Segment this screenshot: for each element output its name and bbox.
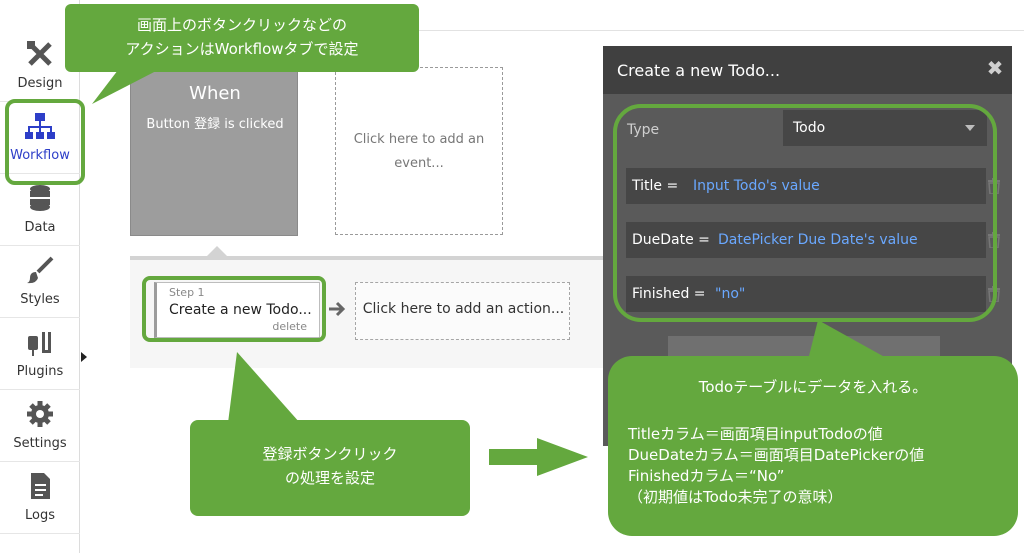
event-title: When bbox=[189, 83, 241, 104]
sidebar-item-plugins[interactable]: Plugins bbox=[0, 318, 80, 390]
callout-line: の処理を設定 bbox=[284, 469, 375, 487]
close-icon[interactable]: ✖ bbox=[986, 56, 1004, 80]
database-icon bbox=[30, 185, 50, 211]
type-value: Todo bbox=[793, 120, 826, 136]
callout-line: DueDateカラム＝画面項目DatePickerの値 bbox=[628, 446, 925, 464]
step-title: Create a new Todo... bbox=[169, 302, 312, 318]
callout-line: 登録ボタンクリック bbox=[262, 445, 398, 463]
add-event-label: Click here to add an event... bbox=[353, 132, 485, 171]
callout-pointer-top bbox=[92, 70, 158, 104]
callout-pointer-right bbox=[808, 320, 890, 360]
callout-line: 画面上のボタンクリックなどの bbox=[136, 16, 347, 34]
arrow-right-icon bbox=[329, 301, 346, 317]
arrow-shaft bbox=[489, 449, 537, 465]
field-key: DueDate = bbox=[632, 232, 710, 248]
field-value[interactable]: DatePicker Due Date's value bbox=[718, 232, 918, 248]
callout-line: Titleカラム＝画面項目inputTodoの値 bbox=[628, 425, 883, 443]
gear-icon bbox=[27, 401, 53, 427]
sidebar-item-label: Settings bbox=[13, 436, 67, 451]
arrow-right-icon bbox=[537, 438, 588, 476]
document-icon bbox=[31, 473, 50, 499]
callout-heading: Todoテーブルにデータを入れる。 bbox=[698, 378, 928, 396]
callout-line: アクションはWorkflowタブで設定 bbox=[125, 40, 359, 58]
field-key: Title = bbox=[632, 178, 679, 194]
sidebar-item-label: Plugins bbox=[16, 364, 64, 379]
highlight-step-card bbox=[142, 276, 326, 342]
add-action-label: Click here to add an action... bbox=[362, 301, 565, 317]
sidebar-item-settings[interactable]: Settings bbox=[0, 390, 80, 462]
callout-workflow-tab: 画面上のボタンクリックなどの アクションはWorkflowタブで設定 bbox=[65, 4, 419, 72]
highlight-dialog-fields bbox=[613, 104, 997, 322]
callout-line: Finishedカラム＝“No” bbox=[628, 467, 785, 485]
step-pointer bbox=[207, 246, 227, 256]
delete-step-link[interactable]: delete bbox=[272, 320, 307, 333]
sidebar-item-logs[interactable]: Logs bbox=[0, 462, 80, 534]
sidebar-item-label: Design bbox=[17, 76, 63, 91]
callout-body: Titleカラム＝画面項目inputTodoの値 DueDateカラム＝画面項目… bbox=[628, 424, 924, 508]
sidebar-collapse-toggle[interactable] bbox=[81, 352, 87, 362]
editor-sidebar: Design Workflow Data Styles bbox=[0, 0, 80, 553]
plug-icon bbox=[28, 332, 51, 356]
sidebar-item-label: Styles bbox=[20, 292, 60, 307]
step-card[interactable]: Step 1 Create a new Todo... delete bbox=[154, 282, 320, 338]
sidebar-item-label: Workflow bbox=[10, 148, 70, 163]
field-key: Finished = bbox=[632, 286, 706, 302]
add-action-placeholder[interactable]: Click here to add an action... bbox=[355, 282, 570, 340]
workflow-icon bbox=[25, 113, 55, 139]
field-row-finished[interactable]: Finished = "no" bbox=[626, 276, 986, 312]
callout-line: （初期値はTodo未完了の意味） bbox=[628, 488, 843, 506]
step-number: Step 1 bbox=[169, 286, 205, 299]
field-row-duedate[interactable]: DueDate = DatePicker Due Date's value bbox=[626, 222, 986, 258]
callout-button-click: 登録ボタンクリック の処理を設定 bbox=[190, 420, 470, 516]
sidebar-item-design[interactable]: Design bbox=[0, 30, 80, 102]
design-tool-icon bbox=[27, 41, 52, 66]
highlight-workflow-tab bbox=[5, 99, 85, 185]
sidebar-item-label: Logs bbox=[25, 508, 55, 523]
sidebar-item-data[interactable]: Data bbox=[0, 174, 80, 246]
dialog-title: Create a new Todo... bbox=[617, 61, 781, 80]
field-row-title[interactable]: Title = Input Todo's value bbox=[626, 168, 986, 204]
sidebar-item-label: Data bbox=[24, 220, 56, 235]
sidebar-item-styles[interactable]: Styles bbox=[0, 246, 80, 318]
field-value[interactable]: Input Todo's value bbox=[693, 178, 820, 194]
add-event-placeholder[interactable]: Click here to add an event... bbox=[335, 67, 503, 235]
event-trigger: Button 登録 is clicked bbox=[146, 117, 284, 132]
event-card[interactable]: When Button 登録 is clicked bbox=[130, 68, 298, 236]
divider bbox=[80, 30, 1024, 31]
callout-pointer-middle bbox=[228, 352, 300, 423]
brush-icon bbox=[27, 256, 54, 284]
dialog-header: Create a new Todo... ✖ bbox=[603, 46, 1012, 94]
callout-table-insert: Todoテーブルにデータを入れる。 Titleカラム＝画面項目inputTodo… bbox=[608, 356, 1018, 536]
sidebar-item-workflow[interactable]: Workflow bbox=[0, 102, 80, 174]
field-value[interactable]: "no" bbox=[715, 286, 746, 302]
